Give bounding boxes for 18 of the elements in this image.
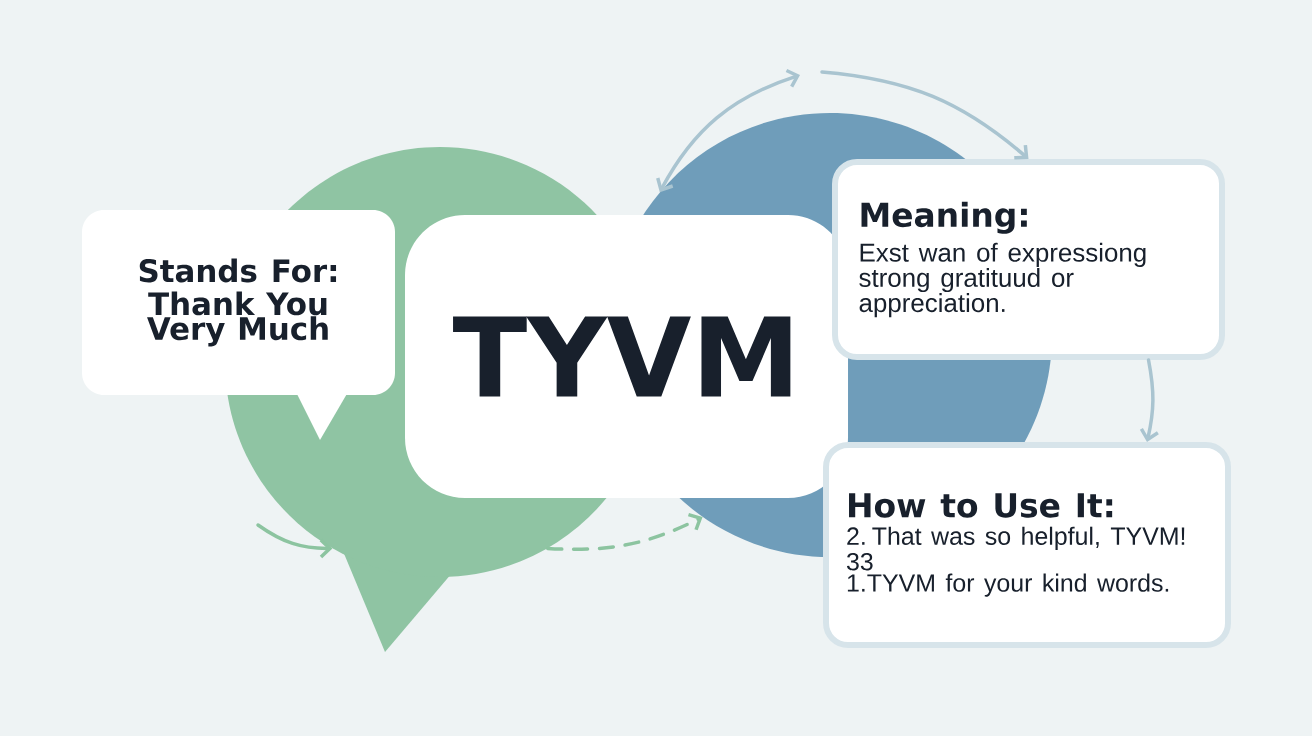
box-heading: How to Use It: [849,493,1113,518]
arrow [256,523,333,559]
body-text: 2. That was so helpful, TYVM! [847,526,1185,550]
text-box [82,210,395,440]
body-text: Thank You Very Much [147,291,328,347]
arrow [820,70,1029,160]
body-text: 1.TYVM for your kind words. [847,573,1169,597]
body-text: Exst wan of expressiong strong gratituud or appreciation. [859,242,1146,318]
speech-bubble [405,215,848,498]
arrow [1139,358,1159,442]
arrow [545,512,703,552]
box-heading: Meaning: [861,201,1027,234]
text-box [832,159,1225,360]
body-text: 33 [846,552,873,571]
text-box [823,442,1231,648]
acronym: TYVM [453,316,791,397]
box-heading: Stands For: [139,258,337,283]
arrow [656,68,800,193]
